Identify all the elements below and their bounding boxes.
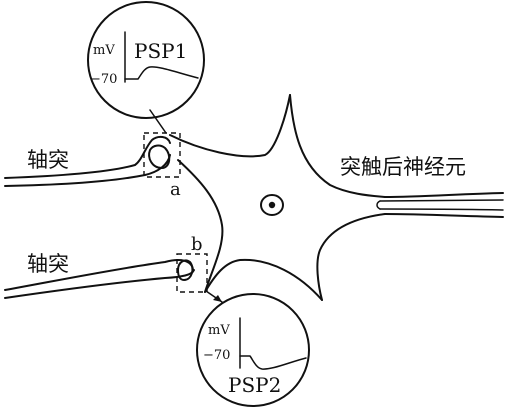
lower-axon-outer xyxy=(4,259,194,291)
lower-axon xyxy=(4,259,195,299)
nucleus xyxy=(260,194,284,216)
psp1-circle xyxy=(87,1,205,119)
axon-inner-top xyxy=(379,199,504,202)
axon-lower-label: 轴突 xyxy=(27,252,69,276)
lower-right-dendrite xyxy=(316,213,386,301)
upper-axon-lower xyxy=(4,154,171,187)
axon-inner-bottom xyxy=(379,208,504,211)
psp1-connector xyxy=(149,109,167,134)
lower-axon-terminal xyxy=(177,259,194,281)
psp2-baseline: −70 xyxy=(203,348,230,363)
left-soma-edge xyxy=(177,159,224,293)
bottom-dendrite xyxy=(204,258,323,301)
synapse-a-label: a xyxy=(170,179,181,200)
upper-right-dendrite xyxy=(289,94,386,198)
nucleolus xyxy=(268,201,276,209)
upper-axon-outer xyxy=(4,135,171,179)
psp1-title: PSP1 xyxy=(134,39,187,63)
psp2-title: PSP2 xyxy=(228,373,281,397)
psp2-unit: mV xyxy=(208,323,230,338)
psp1-baseline: −70 xyxy=(90,72,117,87)
psp2-trace xyxy=(239,355,307,370)
psp2-circle xyxy=(196,293,310,407)
psp1-inset: mV −70 PSP1 xyxy=(87,1,205,119)
lower-axon-lower xyxy=(4,269,195,299)
axon-end xyxy=(376,200,381,210)
upper-left-dendrite xyxy=(169,94,291,158)
synapse-b-label: b xyxy=(191,234,203,255)
axon-bottom-edge xyxy=(384,213,504,218)
psp1-unit: mV xyxy=(93,43,115,58)
postsynaptic-neuron xyxy=(169,94,504,301)
axon-top-edge xyxy=(384,192,504,198)
psp2-inset: mV −70 PSP2 xyxy=(196,293,310,407)
upper-axon-terminal xyxy=(148,144,171,169)
psp1-trace xyxy=(124,66,199,80)
upper-axon xyxy=(4,135,171,187)
axon-upper-label: 轴突 xyxy=(27,148,69,172)
psp2-arrowhead xyxy=(213,295,222,302)
synapse-a-box xyxy=(143,132,181,178)
postsynaptic-neuron-label: 突触后神经元 xyxy=(340,155,466,179)
synapse-b-box xyxy=(176,253,208,293)
